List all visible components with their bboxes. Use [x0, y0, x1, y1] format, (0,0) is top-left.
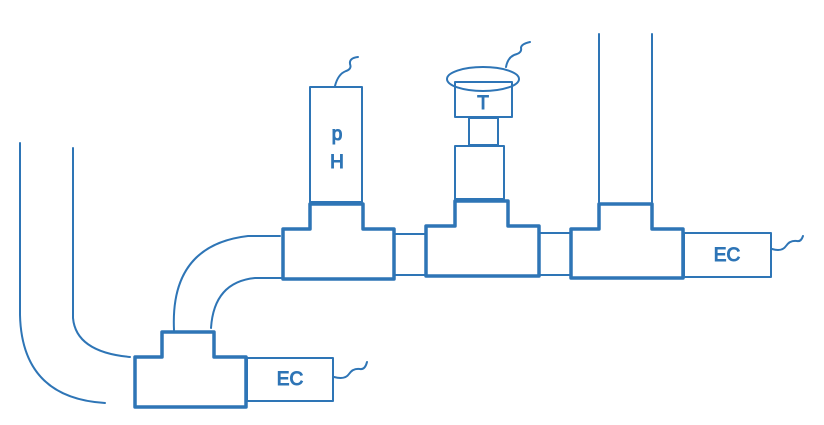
- elbow-pipe-inner: [210, 277, 283, 329]
- left-inlet-pipe-outer: [19, 142, 106, 404]
- temperature-sensor-label: T: [477, 93, 489, 114]
- temperature-sensor-head: [454, 81, 513, 118]
- ec-sensor-right-cable: [771, 235, 804, 251]
- ph-sensor-box: [309, 86, 363, 203]
- pipe-segment-ph-to-temp: [394, 233, 427, 276]
- bottom-tee-fitting: [133, 330, 248, 409]
- right-tee-fitting: [569, 202, 685, 280]
- ec-sensor-bottom-box: [246, 357, 334, 402]
- elbow-pipe-outer: [172, 235, 281, 331]
- ph-sensor-label-p: p: [332, 124, 343, 145]
- ec-sensor-bottom-cable: [333, 361, 368, 379]
- temperature-tee-fitting: [424, 199, 541, 278]
- ec-sensor-bottom-label: EC: [277, 369, 303, 390]
- left-inlet-pipe-inner: [72, 147, 131, 358]
- ph-sensor-cable: [334, 56, 359, 87]
- temperature-sensor-neck: [468, 117, 499, 146]
- ec-sensor-right-label: EC: [714, 245, 740, 266]
- temperature-sensor-lower-body: [454, 145, 505, 200]
- ec-sensor-right-box: [683, 232, 772, 278]
- ph-sensor-label-h: H: [330, 152, 344, 173]
- temperature-sensor-cable: [505, 41, 531, 68]
- pipe-segment-temp-to-right: [539, 232, 572, 276]
- ph-tee-fitting: [281, 202, 396, 281]
- right-riser-pipe: [598, 33, 653, 203]
- temperature-sensor-cap: [446, 66, 520, 92]
